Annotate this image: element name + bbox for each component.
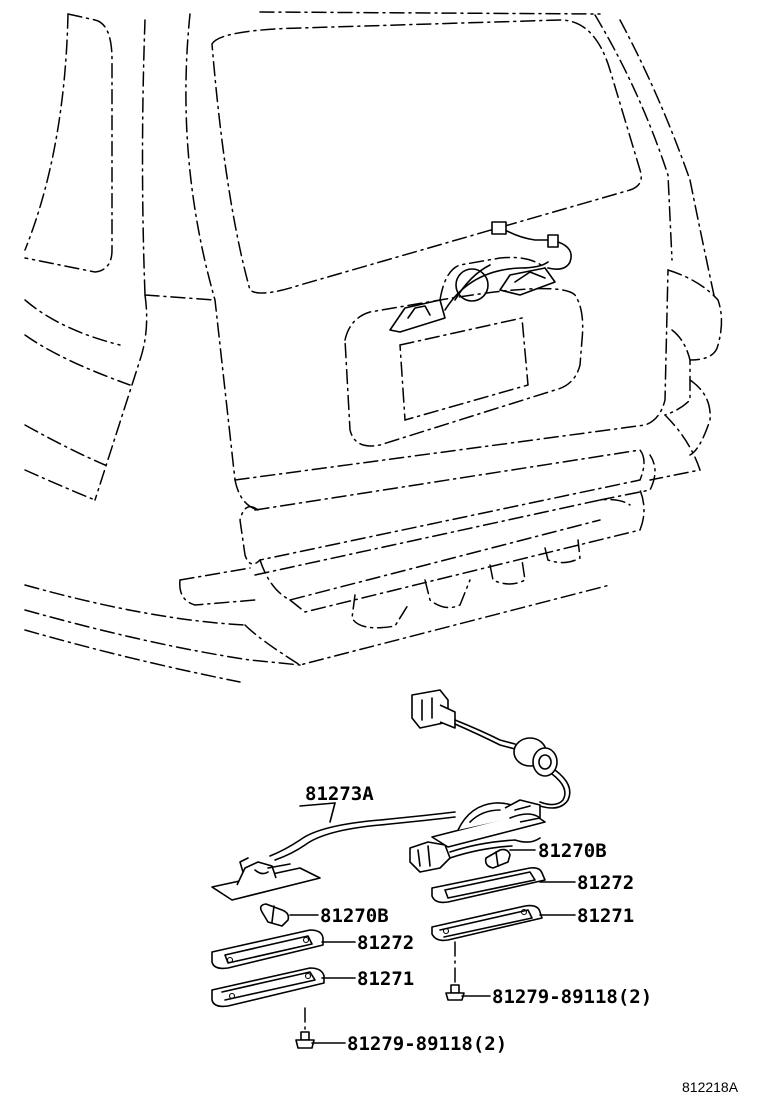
- leader-lines: [289, 802, 576, 1044]
- lens-right: [431, 904, 543, 942]
- bulb-left: [259, 903, 290, 927]
- part-label-screw-right: 81279-89118(2): [492, 986, 652, 1008]
- part-label-gasket-right: 81272: [577, 872, 634, 894]
- part-label-lens-left: 81271: [357, 968, 414, 990]
- part-label-lens-right: 81271: [577, 905, 634, 927]
- vehicle-rear-outline: [24, 11, 723, 683]
- harness-connector: [411, 689, 516, 750]
- bulb-right: [484, 848, 511, 869]
- part-label-harness: 81273A: [305, 783, 374, 805]
- screw-right: [445, 941, 465, 1001]
- screw-left: [295, 1007, 315, 1049]
- part-label-bulb-left: 81270B: [320, 905, 389, 927]
- harness-plug: [409, 837, 541, 873]
- part-label-bulb-right: 81270B: [538, 840, 607, 862]
- lens-left: [211, 967, 325, 1008]
- lamp-socket-right: [431, 799, 546, 848]
- harness-grommet: [513, 737, 571, 809]
- gasket-right: [431, 867, 546, 904]
- gasket-left: [211, 929, 324, 970]
- harness-wire: [269, 811, 456, 857]
- part-label-gasket-left: 81272: [357, 932, 414, 954]
- figure-reference: 812218A: [682, 1079, 739, 1095]
- vehicle-lamp-assembly: [389, 221, 572, 333]
- lamp-socket-left: [211, 857, 321, 901]
- part-label-screw-left: 81279-89118(2): [347, 1033, 507, 1055]
